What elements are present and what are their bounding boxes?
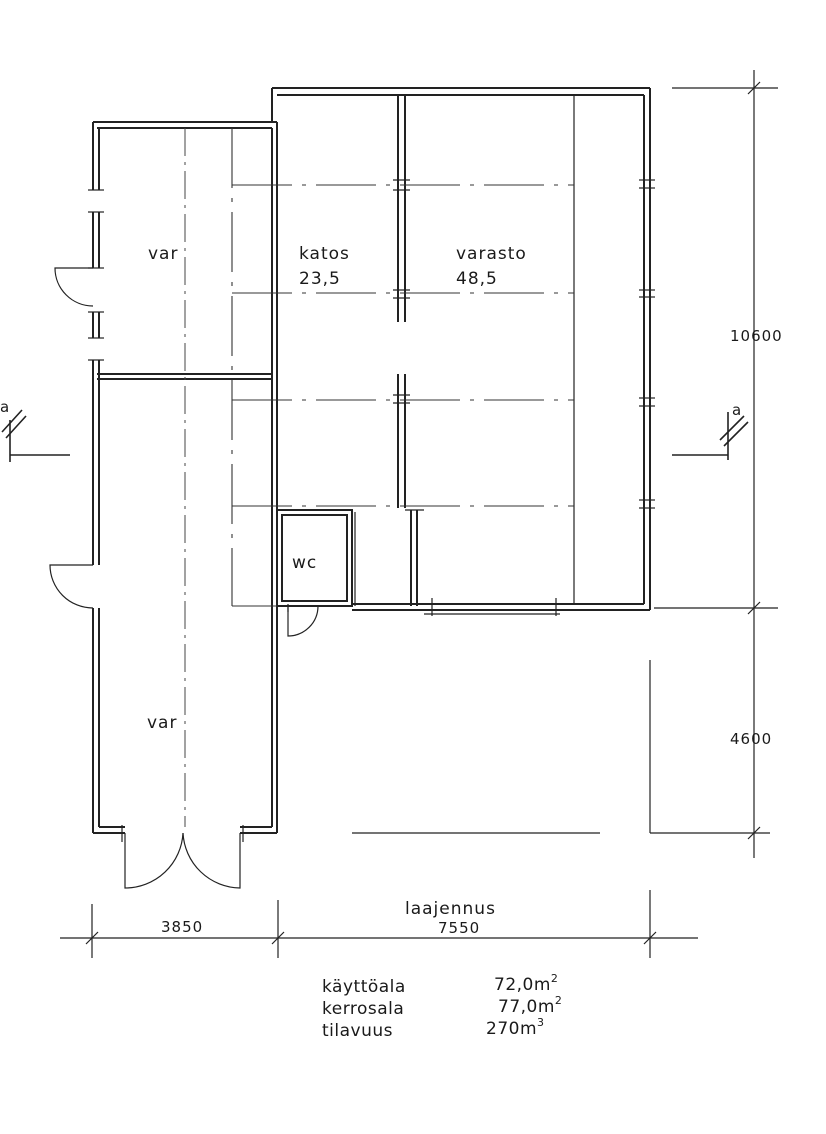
room-label-var-upper: var	[148, 244, 178, 264]
area-label-tilavuus: tilavuus	[322, 1021, 393, 1041]
dimension-height-extension: 4600	[730, 730, 772, 748]
left-wing-walls	[88, 121, 278, 834]
room-label-katos: katos	[299, 244, 350, 264]
dimension-width-right: 7550	[438, 919, 480, 937]
room-area-katos: 23,5	[299, 269, 341, 289]
doors	[49, 267, 319, 889]
section-marker-right: a	[672, 401, 749, 460]
room-area-varasto: 48,5	[456, 269, 498, 289]
section-marker-left: a	[0, 398, 70, 462]
room-label-laajennus: laajennus	[405, 899, 496, 919]
dimension-height-building: 10600	[730, 327, 783, 345]
dimension-width-left: 3850	[161, 918, 203, 936]
area-value-tilavuus: 270m3	[486, 1016, 545, 1039]
storage-block-walls	[271, 87, 655, 611]
room-label-var-lower: var	[147, 713, 177, 733]
area-label-kerrosala: kerrosala	[322, 999, 404, 1019]
section-label-right: a	[732, 401, 742, 419]
wc-walls	[276, 509, 560, 616]
area-summary: käyttöala kerrosala tilavuus 72,0m2 77,0…	[322, 972, 562, 1041]
area-label-kayttoala: käyttöala	[322, 977, 406, 997]
room-label-varasto: varasto	[456, 244, 527, 264]
room-label-wc: wc	[292, 553, 317, 573]
dimension-lines	[60, 70, 761, 958]
area-value-kayttoala: 72,0m2	[494, 972, 558, 995]
area-value-kerrosala: 77,0m2	[498, 994, 562, 1017]
extension-outline	[352, 87, 778, 958]
section-label-left: a	[0, 398, 10, 416]
grid-lines	[184, 128, 574, 827]
